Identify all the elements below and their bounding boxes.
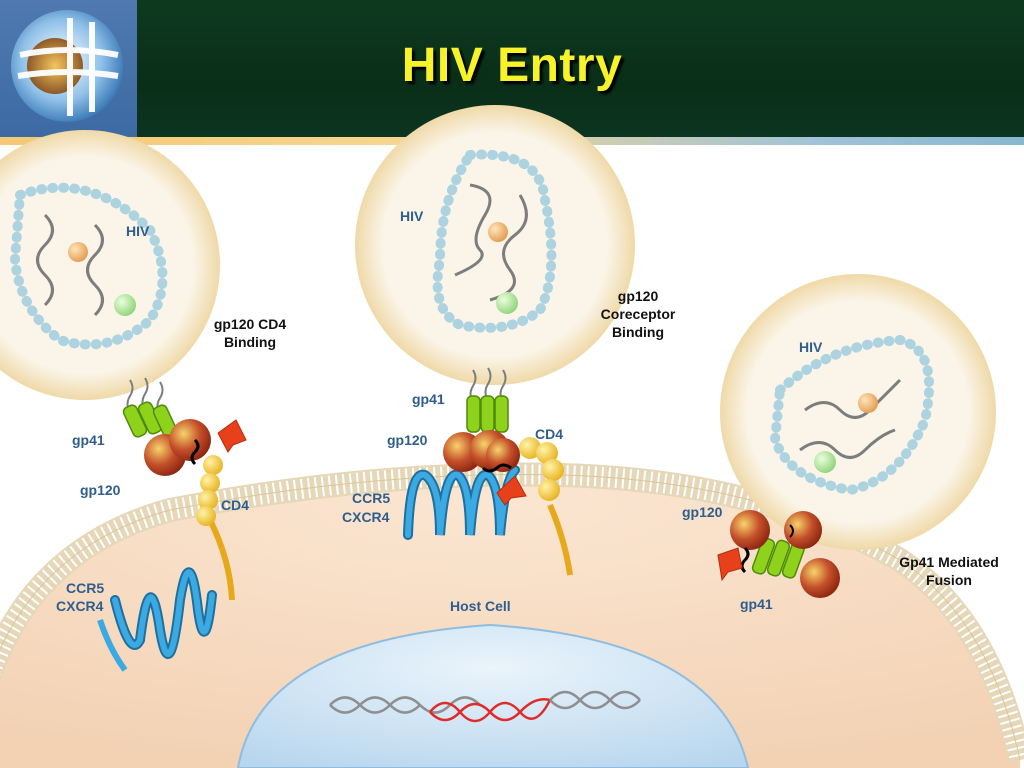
slide-title: HIV Entry bbox=[401, 39, 623, 92]
step2-caption-line-2: Coreceptor bbox=[600, 306, 676, 322]
cd4-label-1: CD4 bbox=[221, 497, 250, 513]
logo-panel bbox=[0, 0, 137, 137]
cd4-receptor-1 bbox=[196, 455, 235, 601]
host-cell-label: Host Cell bbox=[450, 598, 511, 614]
step2-caption-line-3: Binding bbox=[611, 324, 665, 340]
hiv-virion-1 bbox=[0, 130, 220, 400]
cd4-receptor-2 bbox=[519, 437, 573, 576]
step3-caption-line-1: Gp41 Mediated bbox=[899, 554, 999, 570]
step1-caption: gp120 CD4 Binding bbox=[200, 315, 300, 351]
coreceptor-2 bbox=[403, 465, 520, 540]
gp41-label-1: gp41 bbox=[72, 432, 105, 448]
hiv-label-3: HIV bbox=[799, 339, 823, 355]
cxcr4-label-1: CXCR4 bbox=[56, 598, 104, 614]
step3-caption: Gp41 Mediated Fusion bbox=[888, 553, 1010, 589]
nucleus bbox=[236, 623, 750, 768]
hiv-virion-2 bbox=[355, 105, 635, 385]
gp120-gp41-complex-2 bbox=[443, 367, 527, 506]
step2-caption-line-1: gp120 bbox=[617, 288, 659, 304]
hiv-label-2: HIV bbox=[400, 208, 424, 224]
ccr5-label-1: CCR5 bbox=[66, 580, 105, 596]
hiv-label-1: HIV bbox=[126, 223, 150, 239]
gp120-label-2: gp120 bbox=[387, 432, 428, 448]
gp120-gp41-complex-1 bbox=[122, 377, 247, 476]
gp120-label-1: gp120 bbox=[80, 482, 121, 498]
step1-caption-line-1: gp120 CD4 bbox=[213, 316, 287, 332]
cxcr4-label-2: CXCR4 bbox=[342, 509, 390, 525]
gp41-fusion-complex bbox=[717, 510, 840, 598]
coreceptor-1 bbox=[97, 567, 217, 672]
gp41-label-3: gp41 bbox=[740, 596, 773, 612]
step1-caption-line-2: Binding bbox=[223, 334, 277, 350]
gp120-label-3: gp120 bbox=[682, 504, 723, 520]
cd4-label-2: CD4 bbox=[535, 426, 564, 442]
step3-caption-line-2: Fusion bbox=[926, 572, 972, 588]
gp41-label-2: gp41 bbox=[412, 391, 445, 407]
step2-caption: gp120 Coreceptor Binding bbox=[588, 287, 688, 341]
ccr5-label-2: CCR5 bbox=[352, 490, 391, 506]
globe-logo-icon bbox=[11, 10, 123, 122]
hiv-virion-3 bbox=[720, 274, 996, 550]
